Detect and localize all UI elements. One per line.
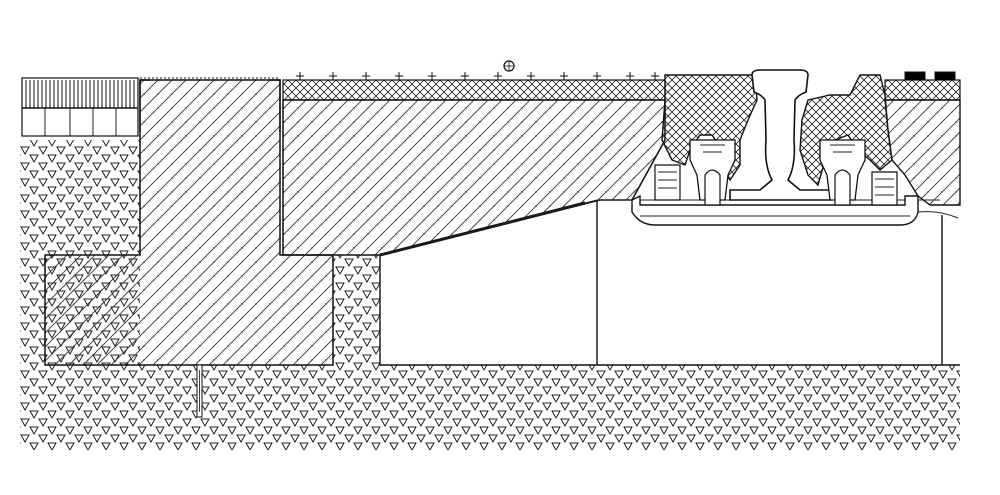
surface-studs-right — [904, 71, 956, 80]
rail-clip-left — [654, 139, 736, 206]
soil-zone — [20, 140, 960, 450]
rail-baseplate — [631, 194, 919, 226]
right-edge-line — [917, 211, 959, 219]
anchor-pin — [196, 364, 203, 418]
bolt-head-marker — [503, 60, 515, 72]
steel-angle-left — [139, 79, 150, 132]
concrete-slab-right — [884, 99, 961, 206]
surface-studs — [296, 72, 659, 80]
surface-layer — [282, 79, 666, 101]
concrete-foundation-left — [44, 79, 334, 366]
steel-angle-right — [270, 79, 281, 132]
soil-gap-offset — [333, 255, 380, 365]
surface-layer-right — [884, 79, 961, 101]
paving-vertical-hatch — [25, 80, 135, 108]
rail-clip-right — [819, 139, 898, 206]
soil-bottom-band-offset — [20, 365, 960, 450]
rail-profile — [729, 69, 831, 201]
paving-blocks — [21, 77, 139, 137]
